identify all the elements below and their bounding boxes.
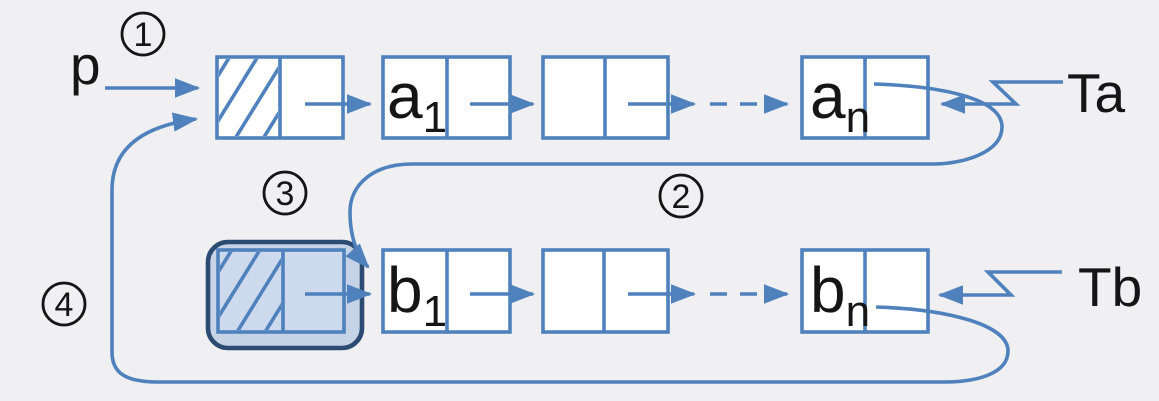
step-3-circle [262, 170, 308, 216]
step-1-badge: 1 [120, 11, 166, 57]
step-2-number: 2 [672, 178, 691, 216]
step-4-badge: 4 [41, 281, 87, 327]
label-pointer-p: p [70, 34, 101, 96]
head-b-hatch-pattern [220, 252, 281, 330]
step4-curve-arrow-bn-to-head-a [110, 112, 1010, 384]
step-3-number: 3 [276, 175, 295, 213]
node-b1-label: b1 [387, 254, 447, 336]
label-pointer-tb: Tb [1078, 256, 1142, 318]
head-a-hatch-pattern [219, 59, 278, 136]
list-b-head-node-highlighted [205, 239, 365, 351]
label-pointer-ta: Ta [1067, 62, 1126, 124]
list-a [215, 55, 930, 140]
tb-zigzag-arrow [937, 270, 1062, 305]
node-an-label: an [810, 60, 870, 142]
list-b-node-empty [541, 248, 670, 334]
step-4-circle [41, 281, 87, 327]
list-b [205, 239, 930, 351]
step-1-circle [120, 11, 166, 57]
list-a-node-empty [541, 55, 670, 140]
step-3-badge: 3 [262, 170, 308, 216]
step-2-circle [658, 173, 704, 219]
list-a-head-node [215, 55, 345, 140]
list-b-node-b1 [381, 248, 512, 334]
step-4-number: 4 [55, 286, 74, 324]
step-1-number: 1 [134, 16, 153, 54]
list-a-node-an [800, 55, 930, 140]
step2-curve-arrow-an-to-b1 [345, 82, 1004, 269]
step-2-badge: 2 [658, 173, 704, 219]
list-a-node-a1 [381, 55, 512, 140]
list-b-node-bn [800, 248, 930, 334]
node-bn-label: bn [810, 254, 870, 336]
ta-zigzag-arrow [939, 80, 1063, 114]
node-a1-label: a1 [387, 60, 447, 142]
